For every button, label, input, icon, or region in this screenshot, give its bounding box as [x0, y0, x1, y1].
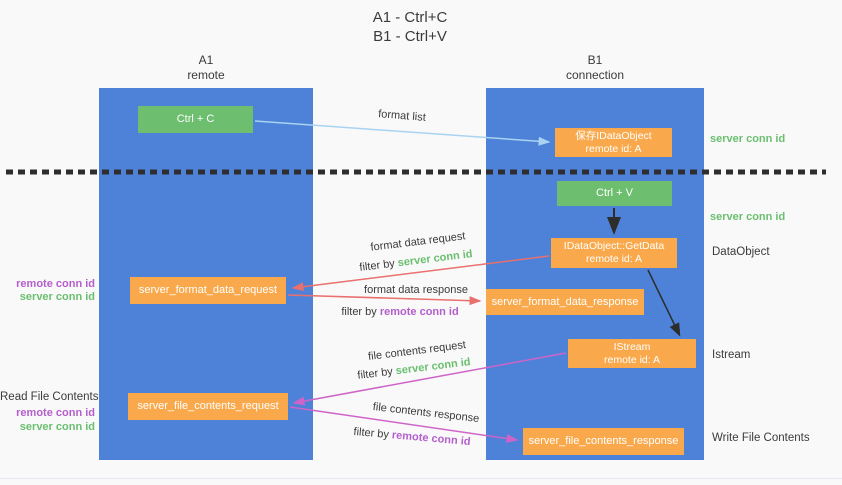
node-save-idataobject-line2: remote id: A	[585, 142, 642, 155]
node-save-idataobject-line1: 保存IDataObject	[575, 129, 652, 142]
label-format-data-response: format data response	[364, 284, 468, 296]
annotation-right-server-conn-id-2: server conn id	[710, 211, 786, 223]
annotation-read-file-contents: Read File Contents	[0, 391, 99, 403]
node-idataobject-getdata: IDataObject::GetData remote id: A	[551, 238, 677, 268]
label-filter-by-remote-conn-id-1: filter by remote conn id	[341, 306, 458, 318]
edge-file-contents-request	[292, 352, 567, 406]
edge-format-data-response	[287, 294, 482, 306]
node-idataobject-getdata-line2: remote id: A	[585, 253, 643, 265]
annotation-left-remote-conn-id-1: remote conn id	[16, 278, 95, 290]
node-server-format-data-response: server_format_data_response	[486, 289, 644, 315]
node-ctrl-c: Ctrl + C	[138, 106, 253, 133]
node-server-file-contents-request: server_file_contents_request	[128, 393, 288, 420]
bottom-divider	[0, 478, 842, 479]
lane-a-name: A1	[198, 53, 214, 67]
node-server-format-data-request-label: server_format_data_request	[138, 284, 278, 296]
lane-b-header: B1 connection	[486, 53, 704, 83]
node-istream-line1: IStream	[613, 340, 651, 353]
node-server-file-contents-response-label: server_file_contents_response	[528, 435, 679, 447]
node-istream-line2: remote id: A	[603, 353, 661, 366]
node-save-idataobject: 保存IDataObject remote id: A	[555, 128, 672, 157]
diagram-title: A1 - Ctrl+C B1 - Ctrl+V	[280, 8, 540, 46]
node-server-file-contents-response: server_file_contents_response	[523, 428, 684, 455]
annotation-left-server-conn-id-2: server conn id	[19, 421, 95, 433]
annotation-left-server-conn-id-1: server conn id	[19, 291, 95, 303]
lane-a-role: remote	[187, 68, 225, 82]
node-istream: IStream remote id: A	[568, 339, 696, 368]
lane-b-role: connection	[565, 68, 625, 82]
lane-b-name: B1	[587, 53, 603, 67]
lane-a-header: A1 remote	[99, 53, 313, 83]
filter-by-text: filter by	[341, 306, 377, 318]
node-ctrl-v: Ctrl + V	[557, 181, 672, 206]
title-line-2: B1 - Ctrl+V	[373, 28, 447, 45]
node-server-file-contents-request-label: server_file_contents_request	[137, 400, 279, 412]
node-server-format-data-response-label: server_format_data_response	[491, 295, 639, 308]
annotation-left-remote-conn-id-2: remote conn id	[16, 407, 95, 419]
annotation-write-file-contents: Write File Contents	[712, 432, 810, 444]
edge-getdata-to-istream	[647, 269, 681, 337]
title-line-1: A1 - Ctrl+C	[372, 9, 448, 26]
edge-format-list	[254, 120, 551, 146]
node-ctrl-c-label: Ctrl + C	[176, 113, 215, 125]
node-idataobject-getdata-line1: IDataObject::GetData	[563, 240, 665, 252]
edge-format-data-request	[291, 255, 550, 292]
edge-file-contents-response	[289, 406, 519, 443]
remote-conn-id-text: remote conn id	[379, 306, 459, 318]
node-ctrl-v-label: Ctrl + V	[596, 187, 633, 199]
annotation-right-server-conn-id-1: server conn id	[710, 133, 786, 145]
annotation-istream: Istream	[712, 349, 751, 361]
annotation-dataobject: DataObject	[712, 246, 770, 258]
node-server-format-data-request: server_format_data_request	[130, 277, 286, 304]
